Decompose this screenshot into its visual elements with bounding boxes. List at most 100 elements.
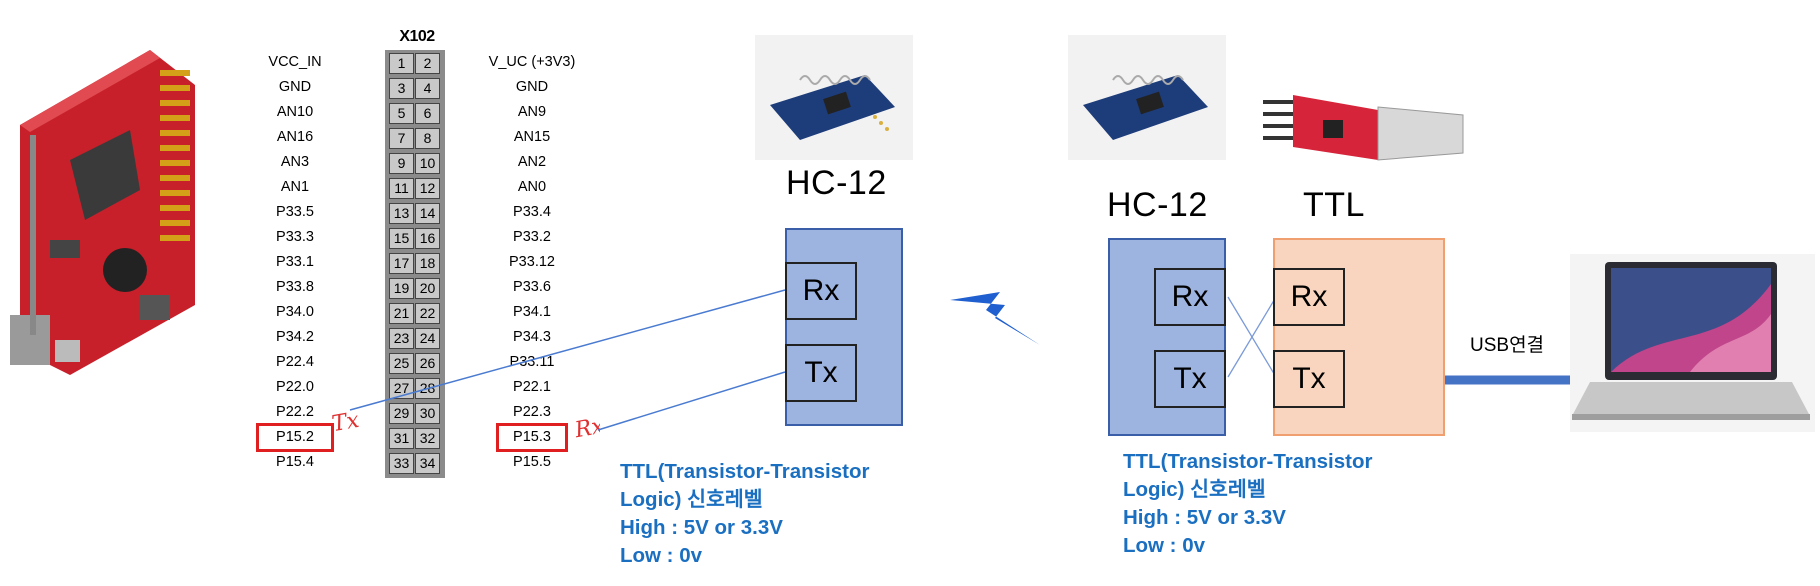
ttl-title: TTL (1303, 186, 1365, 224)
pin-number: 13 (389, 203, 414, 224)
pin-number: 7 (389, 128, 414, 149)
pin-number: 8 (415, 128, 440, 149)
pin-label-right: P33.4 (513, 204, 551, 220)
pin-number: 11 (389, 178, 414, 199)
pin-label-right: P34.1 (513, 304, 551, 320)
pin-number: 14 (415, 203, 440, 224)
pin-number: 12 (415, 178, 440, 199)
ttl-box (1273, 238, 1445, 436)
pin-label-right: P33.6 (513, 279, 551, 295)
pin-label-right: V_UC (+3V3) (488, 54, 576, 70)
pin-number: 1 (389, 53, 414, 74)
pin-label-right: AN15 (513, 129, 551, 145)
hc12-left-info: TTL(Transistor-Transistor Logic) 신호레벨 Hi… (620, 458, 869, 570)
pin-number: 33 (389, 453, 414, 474)
pin-number: 24 (415, 328, 440, 349)
pin-label-left: P33.1 (276, 254, 314, 270)
hc12-module-image-right (1068, 35, 1226, 160)
pin-number: 32 (415, 428, 440, 449)
pin-label-right: P22.3 (513, 404, 551, 420)
pin-label-right: AN9 (517, 104, 547, 120)
pin-number: 20 (415, 278, 440, 299)
pin-number: 9 (389, 153, 414, 174)
pin-label-right: P33.11 (509, 354, 555, 370)
pin-number: 26 (415, 353, 440, 374)
pin-header-title: X102 (399, 28, 435, 45)
laptop-image (1570, 254, 1815, 432)
pin-number: 4 (415, 78, 440, 99)
hc12-right-title: HC-12 (1107, 186, 1208, 224)
ttl-tx-pin: Tx (1273, 350, 1345, 408)
hc12-right-info: TTL(Transistor-Transistor Logic) 신호레벨 Hi… (1123, 448, 1372, 560)
pin-label-right: P22.1 (513, 379, 551, 395)
pin-label-left: P34.2 (276, 329, 314, 345)
pin-label-right: P15.5 (513, 454, 551, 470)
pin-number: 6 (415, 103, 440, 124)
pin-label-right: AN2 (517, 154, 547, 170)
hc12-module-image (755, 35, 913, 160)
pin-label-left: P22.4 (276, 354, 314, 370)
pin-number: 3 (389, 78, 414, 99)
rx-wire (597, 371, 786, 431)
pin-label-left: AN10 (276, 104, 314, 120)
pin-label-left: AN3 (280, 154, 310, 170)
pin-number: 15 (389, 228, 414, 249)
pin-label-right: GND (515, 79, 549, 95)
info-line: Low : 0v (620, 544, 703, 567)
pin-number: 17 (389, 253, 414, 274)
pin-number: 30 (415, 403, 440, 424)
pin-p15-3-label: P15.3 (496, 423, 568, 452)
pin-number: 31 (389, 428, 414, 449)
hc12-right-rx-pin: Rx (1154, 268, 1226, 326)
hc12-left-rx-pin: Rx (785, 262, 857, 320)
pin-number: 22 (415, 303, 440, 324)
pin-label-left: VCC_IN (268, 54, 322, 70)
board-image (10, 50, 195, 375)
pin-label-left: AN1 (280, 179, 310, 195)
pin-number: 10 (415, 153, 440, 174)
usb-connection-label: USB연결 (1470, 335, 1545, 356)
info-line: Logic) 신호레벨 (1123, 478, 1266, 501)
info-line: High : 5V or 3.3V (620, 516, 783, 539)
ttl-rx-pin: Rx (1273, 268, 1345, 326)
hc12-right-tx-pin: Tx (1154, 350, 1226, 408)
pin-number: 19 (389, 278, 414, 299)
pin-number: 5 (389, 103, 414, 124)
info-line: TTL(Transistor-Transistor (620, 460, 870, 483)
info-line: Low : 0v (1123, 534, 1206, 557)
cross-wire-2 (1227, 296, 1277, 378)
hc12-left-title: HC-12 (786, 164, 887, 202)
pin-label-right: AN0 (517, 179, 547, 195)
hc12-left-tx-pin: Tx (785, 344, 857, 402)
pin-label-left: P33.5 (276, 204, 314, 220)
pin-label-right-highlighted: P15.3 (496, 423, 568, 452)
usb-ttl-adapter-image (1258, 85, 1478, 170)
tx-wire (349, 289, 786, 411)
pin-label-left: P22.2 (276, 404, 314, 420)
pin-number: 29 (389, 403, 414, 424)
pin-label-left: P33.8 (276, 279, 314, 295)
pin-label-left: P22.0 (276, 379, 314, 395)
info-line: TTL(Transistor-Transistor (1123, 450, 1373, 473)
pin-label-left: GND (278, 79, 312, 95)
pin-number: 2 (415, 53, 440, 74)
pin-label-right: P33.12 (509, 254, 555, 270)
pin-label-left: AN16 (276, 129, 314, 145)
lightning-icon (950, 292, 1040, 345)
pin-number: 18 (415, 253, 440, 274)
info-line: High : 5V or 3.3V (1123, 506, 1286, 529)
pin-number: 25 (389, 353, 414, 374)
